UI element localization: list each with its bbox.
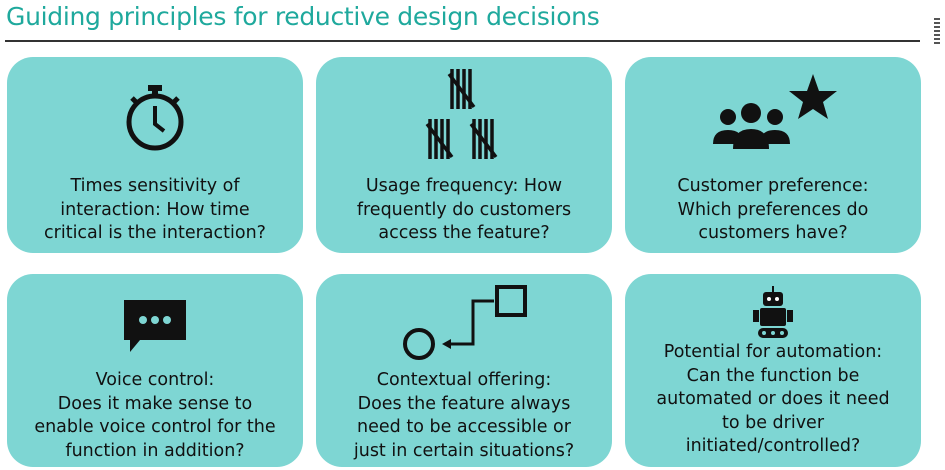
card-contextual-offering: Contextual offering: Does the feature alw…: [316, 274, 612, 467]
title-divider: [5, 40, 920, 42]
card-text-line: Usage frequency: How: [365, 176, 563, 196]
card-text-line: frequently do customers: [356, 199, 572, 220]
card-text-line: Contextual offering:: [376, 370, 552, 390]
card-text-line: Can the function be: [686, 365, 860, 386]
card-time-sensitivity: Times sensitivity of interaction: How tim…: [7, 57, 303, 253]
card-customer-preference: Customer preference: Which preferences do…: [625, 57, 921, 253]
card-text-line: to be driver: [721, 412, 825, 433]
card-text-line: access the feature?: [378, 223, 550, 243]
page-title: Guiding principles for reductive design …: [6, 2, 600, 31]
stopwatch-icon: [7, 82, 303, 152]
customers-star-icon: [625, 69, 921, 154]
card-text-line: Does it make sense to: [57, 393, 253, 414]
context-flow-icon: [316, 284, 612, 364]
card-usage-frequency: Usage frequency: How frequently do custom…: [316, 57, 612, 253]
card-text-line: Which preferences do: [677, 199, 869, 220]
card-text-line: need to be accessible or: [357, 417, 571, 437]
card-text-line: customers have?: [698, 223, 848, 243]
card-automation: Potential for automation: Can the functio…: [625, 274, 921, 467]
card-text-line: initiated/controlled?: [685, 436, 861, 456]
card-text-line: just in certain situations?: [353, 440, 575, 461]
card-text-line: Does the feature always: [357, 393, 571, 414]
card-text-line: Customer preference:: [677, 176, 869, 196]
card-text-line: Voice control:: [95, 370, 215, 390]
tally-marks-icon: [316, 69, 612, 169]
card-text-line: critical is the interaction?: [44, 223, 266, 243]
robot-icon: [625, 286, 921, 342]
speech-bubble-icon: [7, 298, 303, 356]
card-text-line: interaction: How time: [60, 199, 250, 220]
card-text-line: function in addition?: [65, 440, 245, 461]
card-text-line: Times sensitivity of: [70, 176, 240, 196]
card-text-line: automated or does it need: [656, 389, 890, 409]
card-text-line: Potential for automation:: [663, 342, 883, 362]
side-watermark: [934, 18, 940, 46]
card-text-line: enable voice control for the: [34, 417, 276, 437]
card-voice-control: Voice control: Does it make sense to enabl…: [7, 274, 303, 467]
